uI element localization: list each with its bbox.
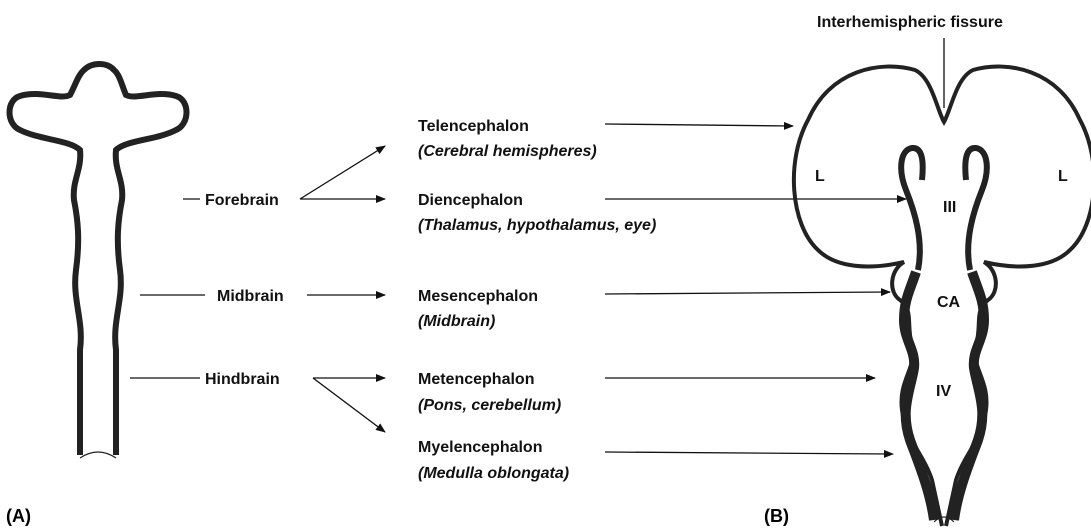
hindbrain-label: Hindbrain [205, 371, 280, 388]
arrow-forebrain-telencephalon [299, 145, 386, 200]
metencephalon-label: Metencephalon [418, 371, 534, 388]
neural-tube-outline [6, 61, 190, 459]
midbrain-label: Midbrain [217, 288, 284, 305]
arrow-myelencephalon-medulla [604, 449, 894, 458]
forebrain-label: Forebrain [205, 192, 279, 209]
telencephalon-derivatives: (Cerebral hemispheres) [418, 143, 597, 160]
myelencephalon-label: Myelencephalon [418, 439, 542, 456]
fourth-ventricle-label: IV [936, 383, 951, 400]
panel-a-label: (A) [6, 506, 31, 526]
myelencephalon-derivatives: (Medulla oblongata) [418, 465, 569, 482]
interhemispheric-fissure-label: Interhemispheric fissure [817, 14, 1003, 31]
mesencephalon-derivatives: (Midbrain) [418, 313, 495, 330]
lateral-ventricle-right-label: L [1058, 168, 1068, 185]
telencephalon-label: Telencephalon [418, 118, 529, 135]
arrow-hindbrain-myelencephalon [312, 377, 386, 433]
arrow-mesencephalon-aqueduct [604, 288, 891, 297]
brain-section-outline [791, 64, 1091, 527]
panel-b-label: (B) [764, 506, 789, 526]
metencephalon-derivatives: (Pons, cerebellum) [418, 397, 561, 414]
arrow-telencephalon-hemisphere [604, 121, 794, 130]
third-ventricle-label: III [943, 199, 956, 216]
diencephalon-label: Diencephalon [418, 192, 523, 209]
mesencephalon-label: Mesencephalon [418, 288, 538, 305]
cerebral-aqueduct-label: CA [937, 294, 961, 311]
diencephalon-derivatives: (Thalamus, hypothalamus, eye) [418, 217, 656, 234]
lateral-ventricle-left-label: L [815, 168, 825, 185]
